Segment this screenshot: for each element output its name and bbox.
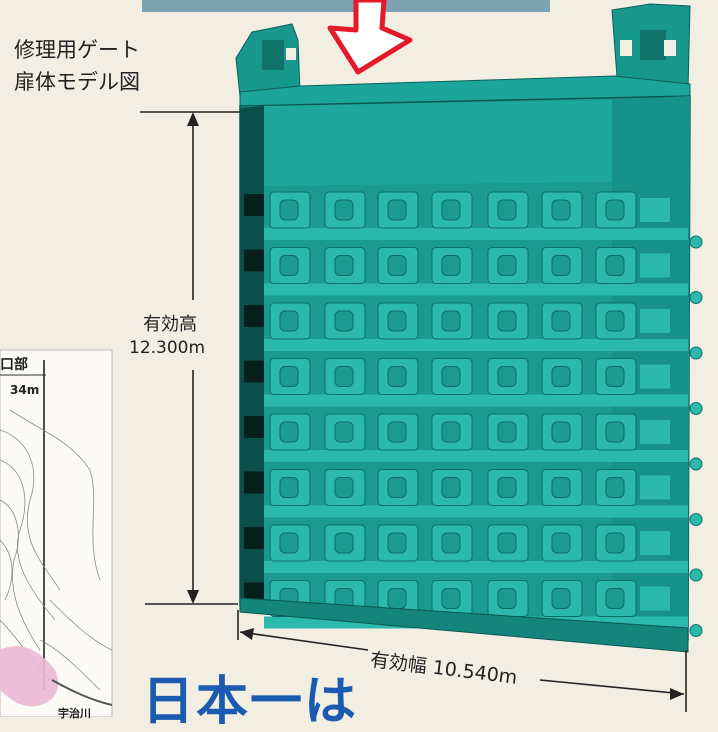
gate-cell-opening bbox=[334, 366, 354, 387]
gate-cell-opening bbox=[551, 421, 571, 443]
horizontal-beam bbox=[264, 283, 688, 296]
caption-line-2: 扉体モデル図 bbox=[14, 70, 140, 94]
height-value: 12.300m bbox=[129, 338, 206, 358]
gate-cell-opening bbox=[441, 421, 461, 443]
edge-slot bbox=[244, 249, 264, 272]
edge-slot bbox=[244, 527, 264, 549]
side-bracket bbox=[640, 198, 670, 222]
gate-cell-opening bbox=[605, 532, 625, 554]
side-bracket bbox=[640, 364, 670, 389]
caption-line-1: 修理用ゲート bbox=[14, 38, 140, 62]
gate-cell-opening bbox=[279, 532, 299, 554]
gate-cell-opening bbox=[605, 310, 625, 332]
top-banner bbox=[142, 0, 550, 12]
gate-cell-opening bbox=[605, 477, 625, 498]
gate-cell-opening bbox=[497, 588, 517, 609]
height-label: 有効高 bbox=[143, 314, 197, 335]
edge-slot bbox=[244, 471, 264, 494]
gate-cell-opening bbox=[497, 199, 517, 221]
gate-cell-opening bbox=[387, 366, 407, 387]
gate-cell-opening bbox=[334, 255, 354, 276]
side-roller bbox=[689, 624, 703, 637]
gate-cell-opening bbox=[441, 255, 461, 276]
inset-map-label-distance: 34m bbox=[10, 383, 40, 397]
gate-cell-opening bbox=[279, 199, 299, 221]
gate-cell-opening bbox=[551, 588, 571, 609]
red-outline-down-arrow-icon bbox=[327, 0, 413, 75]
side-roller bbox=[689, 513, 703, 526]
side-bracket bbox=[640, 586, 670, 611]
gate-cell-opening bbox=[334, 310, 354, 332]
gate-cell-opening bbox=[334, 199, 354, 221]
inset-map bbox=[0, 349, 113, 717]
horizontal-beam bbox=[264, 561, 688, 573]
edge-slot bbox=[244, 360, 264, 383]
gate-cell-opening bbox=[279, 310, 299, 332]
edge-slot bbox=[244, 416, 264, 438]
gate-cell-opening bbox=[605, 255, 625, 276]
gate-cell-opening bbox=[279, 477, 299, 498]
horizontal-beam bbox=[264, 228, 688, 240]
horizontal-beam bbox=[264, 505, 688, 518]
side-bracket bbox=[640, 475, 670, 500]
side-roller bbox=[689, 402, 703, 415]
side-roller bbox=[689, 457, 703, 471]
side-bracket bbox=[640, 309, 670, 333]
side-roller bbox=[689, 235, 703, 249]
side-bracket bbox=[640, 420, 670, 444]
side-bracket bbox=[640, 253, 670, 278]
edge-slot bbox=[244, 305, 264, 327]
gate-cell-opening bbox=[441, 588, 461, 609]
gate-cell-opening bbox=[334, 421, 354, 443]
gate-cell-opening bbox=[497, 255, 517, 276]
gate-cell-opening bbox=[497, 366, 517, 387]
gate-cell-opening bbox=[279, 255, 299, 276]
gate-cell-opening bbox=[387, 532, 407, 554]
side-roller bbox=[689, 291, 703, 304]
horizontal-beam bbox=[264, 450, 688, 462]
horizontal-beam bbox=[264, 339, 688, 351]
horizontal-beam bbox=[264, 394, 688, 407]
gate-cell-opening bbox=[441, 199, 461, 221]
gate-cell-opening bbox=[497, 477, 517, 498]
gate-cell-opening bbox=[551, 255, 571, 276]
gate-cell-opening bbox=[605, 366, 625, 387]
gate-cell-opening bbox=[605, 199, 625, 221]
side-roller bbox=[689, 346, 703, 360]
side-bracket bbox=[640, 531, 670, 555]
gate-cell-opening bbox=[551, 310, 571, 332]
gate-cell-opening bbox=[387, 421, 407, 443]
headline: 日本一は bbox=[142, 672, 359, 732]
gate-cell-opening bbox=[441, 477, 461, 498]
width-dimension-line bbox=[237, 610, 687, 712]
edge-slot bbox=[244, 194, 264, 216]
gate-cell-opening bbox=[605, 588, 625, 609]
gate-cell-opening bbox=[387, 199, 407, 221]
gate-cell-opening bbox=[497, 532, 517, 554]
inset-map-label-top: 口部 bbox=[0, 357, 28, 373]
gate-cell-opening bbox=[387, 310, 407, 332]
gate-cell-opening bbox=[551, 477, 571, 498]
gate-body bbox=[235, 3, 703, 653]
gate-diagram bbox=[0, 0, 703, 717]
gate-cell-opening bbox=[279, 421, 299, 443]
gate-cell-opening bbox=[334, 477, 354, 498]
height-dimension-line bbox=[140, 111, 240, 605]
gate-cell-opening bbox=[441, 532, 461, 554]
inset-map-label-river: 宇治川 bbox=[58, 707, 91, 720]
side-roller bbox=[689, 568, 703, 582]
gate-cell-opening bbox=[497, 421, 517, 443]
gate-cell-opening bbox=[497, 310, 517, 332]
gate-cell-opening bbox=[387, 588, 407, 609]
gate-cell-opening bbox=[441, 366, 461, 387]
gate-cell-opening bbox=[334, 532, 354, 554]
gate-cell-opening bbox=[551, 199, 571, 221]
gate-cell-opening bbox=[279, 366, 299, 387]
gate-cell-opening bbox=[387, 477, 407, 498]
gate-cell-opening bbox=[551, 532, 571, 554]
gate-cell-opening bbox=[441, 310, 461, 332]
gate-cell-opening bbox=[551, 366, 571, 387]
gate-cell-opening bbox=[387, 255, 407, 276]
gate-cell-opening bbox=[605, 421, 625, 443]
